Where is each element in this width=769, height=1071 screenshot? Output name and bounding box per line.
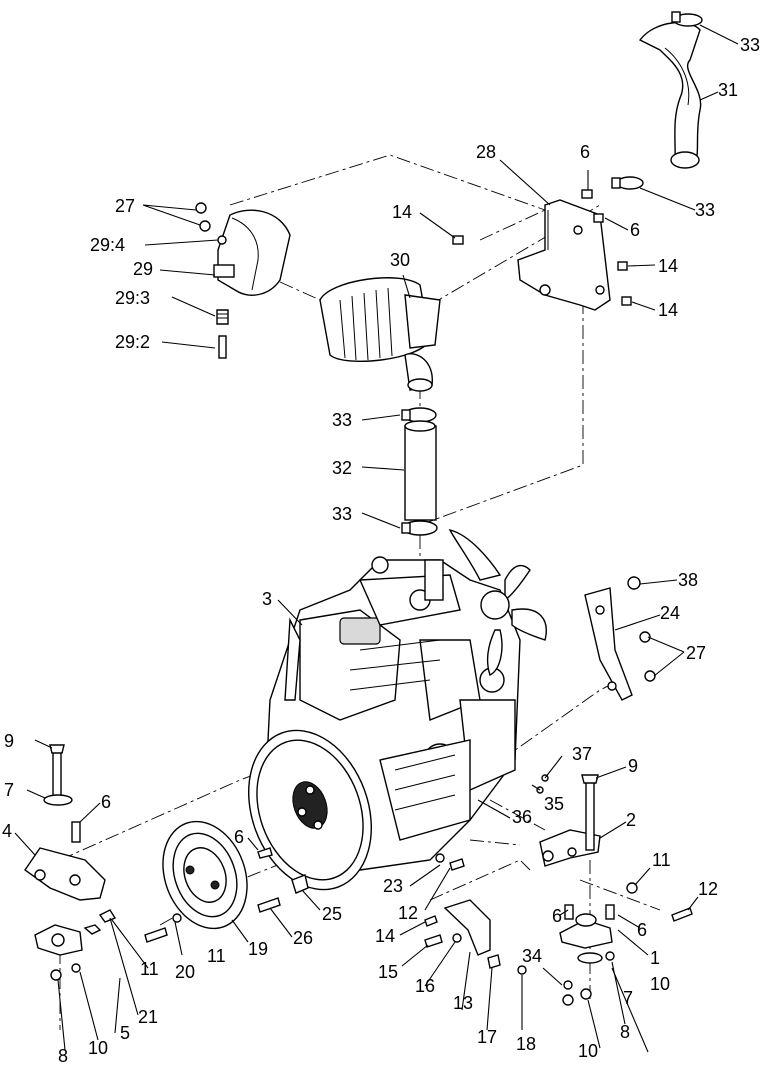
label-31: 31 [718,80,738,100]
label-20: 20 [175,962,195,982]
label-1: 1 [650,948,660,968]
label-34: 34 [522,946,542,966]
label-10-right: 10 [650,974,670,994]
label-17: 17 [477,1027,497,1047]
label-29-4: 29:4 [90,235,125,255]
label-35: 35 [544,794,564,814]
hose-clamp-top [671,11,703,27]
bolts-bracket [452,189,632,306]
label-8-right: 8 [620,1022,630,1042]
leader-lines [14,24,739,1053]
label-6-mid: 6 [234,827,244,847]
label-11-left: 11 [140,959,159,979]
label-29-3: 29:3 [115,288,150,308]
label-11-pulley: 11 [207,946,226,966]
label-13: 13 [453,993,473,1013]
engine-mount-right [539,774,693,1006]
label-9-left: 9 [4,731,14,751]
label-7-left: 7 [4,780,14,800]
label-15: 15 [378,962,398,982]
label-23: 23 [383,876,403,896]
label-19: 19 [248,939,268,959]
label-32: 32 [332,458,352,478]
label-14-low: 14 [375,926,395,946]
label-4: 4 [2,821,12,841]
label-11-right: 11 [652,850,671,870]
label-38: 38 [678,570,698,590]
label-7-right: 7 [623,988,633,1008]
crank-pulley [162,820,248,930]
label-14-b: 14 [658,256,678,276]
label-12-mid: 12 [398,903,418,923]
label-26: 26 [293,928,313,948]
label-6-a: 6 [580,142,590,162]
label-5: 5 [120,1023,130,1043]
label-10-left: 10 [88,1038,108,1058]
engine-mount-left [24,744,117,981]
short-hose [404,420,437,521]
label-9-right: 9 [628,756,638,776]
air-cleaner [319,277,441,392]
label-33-mid: 33 [695,200,715,220]
band-fasteners [195,202,229,359]
label-6-br-a: 6 [552,906,562,926]
label-6-br-b: 6 [637,920,647,940]
label-28: 28 [476,142,496,162]
flywheel [248,729,372,891]
label-8-left: 8 [58,1046,68,1066]
engine-block [264,556,521,871]
intake-hose [638,21,702,169]
label-12-right: 12 [698,879,718,899]
label-16: 16 [415,976,435,996]
label-33-lower: 33 [332,504,352,524]
label-14-a: 14 [392,202,412,222]
engine-mount-bracket-rear [584,576,656,701]
air-cleaner-bracket [517,199,611,311]
label-29-2: 29:2 [115,332,150,352]
air-cleaner-band [213,209,291,296]
callout-labels: 33 31 28 6 33 6 14 14 14 27 29:4 29 30 2… [2,35,760,1066]
pulley-fasteners [144,847,309,943]
hose-clamp-lower-short [401,520,438,536]
label-29: 29 [133,259,153,279]
label-14-c: 14 [658,300,678,320]
label-3: 3 [262,589,272,609]
hose-clamp-upper-short [401,407,437,423]
label-33-upper: 33 [332,410,352,430]
label-21: 21 [138,1007,158,1027]
cooling-fan [448,528,547,676]
label-6-left: 6 [101,792,111,812]
hose-clamp-middle [611,176,644,190]
label-24: 24 [660,603,680,623]
label-25: 25 [322,904,342,924]
label-33-top: 33 [740,35,760,55]
label-37: 37 [572,744,592,764]
label-18: 18 [516,1034,536,1054]
label-6-b: 6 [630,220,640,240]
label-27-right: 27 [686,643,706,663]
label-27-top: 27 [115,196,135,216]
label-36: 36 [512,807,532,827]
label-30: 30 [390,250,410,270]
label-2: 2 [626,810,636,830]
label-10-bottom: 10 [578,1041,598,1061]
